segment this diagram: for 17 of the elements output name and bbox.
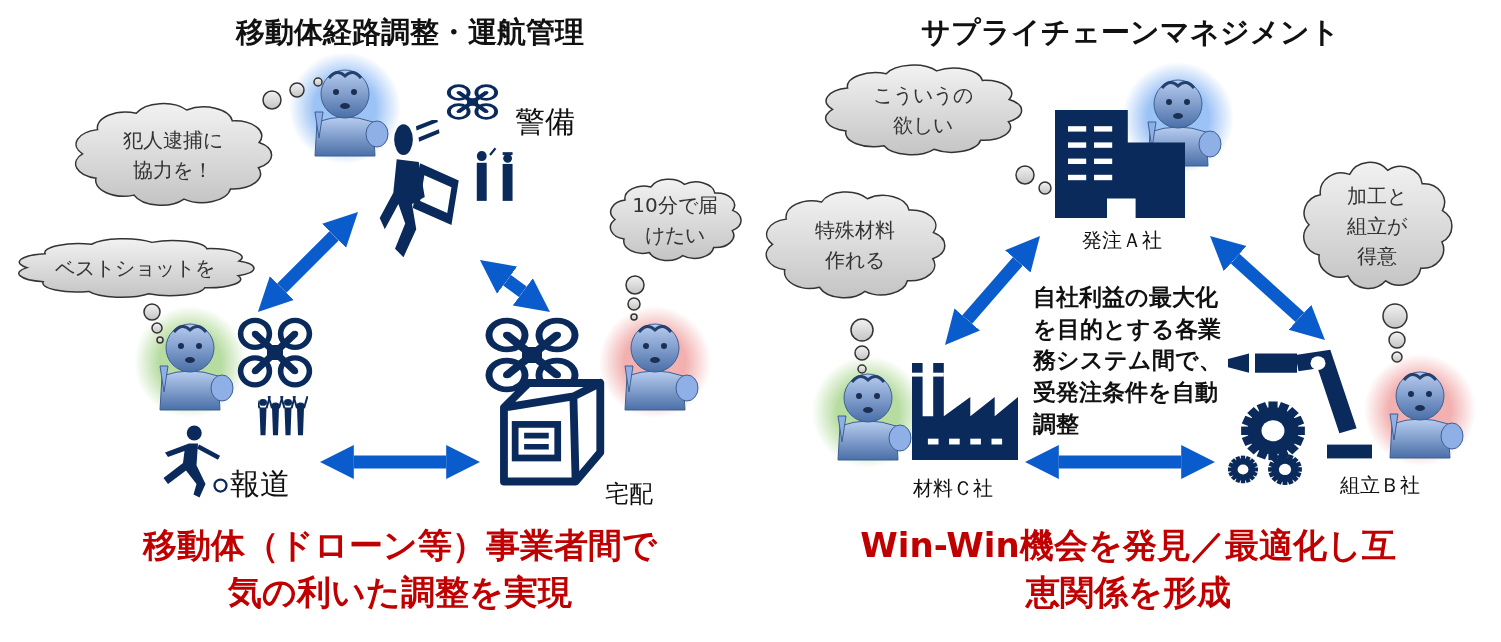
double-arrow	[1025, 445, 1215, 479]
node-label: 発注Ａ社	[1082, 227, 1162, 254]
double-arrow	[479, 260, 550, 312]
summary-caption: 移動体（ドローン等）事業者間で気の利いた調整を実現	[141, 524, 658, 614]
description-text: 自社利益の最大化を目的とする各業務システム間で、受発注条件を自動調整	[1033, 283, 1223, 439]
node-label: 材料Ｃ社	[913, 475, 993, 502]
double-arrow	[1210, 235, 1325, 340]
node-label: 報道	[230, 465, 290, 503]
double-arrow	[945, 235, 1040, 345]
summary-caption: Win-Win機会を発見／最適化し互恵関係を形成	[859, 524, 1397, 614]
node-label: 組立Ｂ社	[1340, 472, 1420, 499]
node-label: 警備	[515, 103, 575, 141]
double-arrow	[257, 211, 358, 312]
double-arrow	[320, 445, 480, 479]
node-label: 宅配	[605, 479, 653, 510]
panel-heading: 移動体経路調整・運航管理	[234, 14, 585, 51]
panel-heading: サプライチェーンマネジメント	[919, 14, 1341, 51]
